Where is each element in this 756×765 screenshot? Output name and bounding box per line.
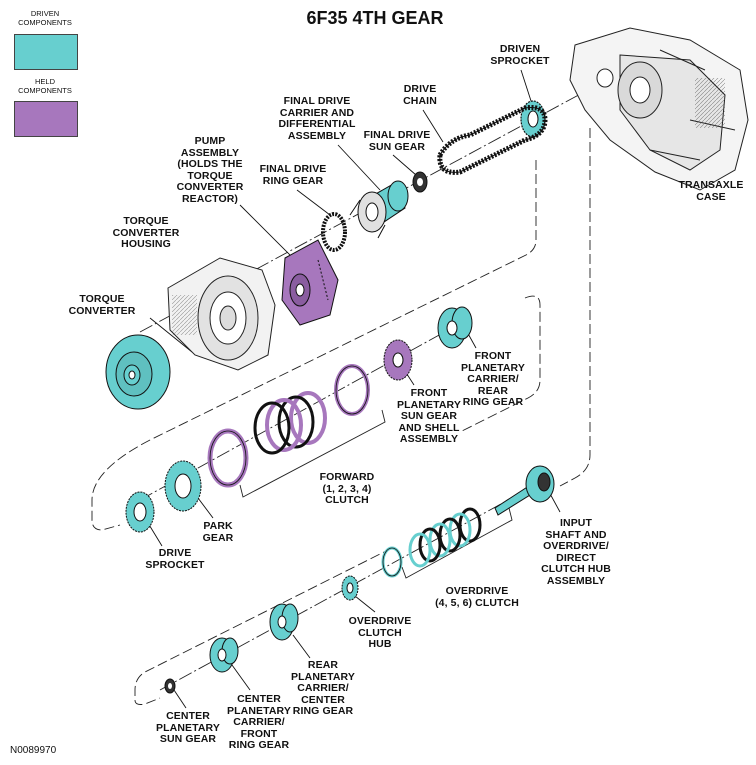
label-final-drive-sun-gear: FINAL DRIVE SUN GEAR bbox=[363, 129, 431, 153]
connector-lower-left bbox=[134, 547, 393, 705]
label-transaxle-case: TRANSAXLE CASE bbox=[678, 179, 744, 203]
drive-chain bbox=[437, 105, 548, 175]
connector-upper-left bbox=[91, 160, 537, 531]
forward-clutch-bracket bbox=[239, 409, 386, 498]
front-planetary-sun-gear bbox=[383, 339, 413, 381]
overdrive-clutch-hub bbox=[341, 575, 359, 601]
label-drive-chain: DRIVE CHAIN bbox=[403, 83, 437, 107]
input-shaft-assembly bbox=[494, 465, 555, 516]
leader-final-drive-sun-gear bbox=[392, 154, 417, 176]
leader-driven-sprocket bbox=[520, 69, 533, 105]
connector-right-long bbox=[559, 128, 591, 487]
label-center-planetary-sun-gear: CENTER PLANETARY SUN GEAR bbox=[156, 710, 220, 745]
drive-sprocket bbox=[125, 491, 155, 533]
overdrive-clutch-bracket bbox=[401, 507, 513, 579]
leader-drive-chain bbox=[422, 109, 444, 143]
label-park-gear: PARK GEAR bbox=[202, 520, 234, 544]
transaxle-case bbox=[569, 27, 749, 191]
leader-final-drive-ring-gear bbox=[296, 189, 331, 216]
park-gear bbox=[164, 460, 202, 512]
leader-drive-sprocket bbox=[147, 522, 163, 547]
center-planetary-sun-gear bbox=[164, 678, 176, 694]
connector-lines bbox=[91, 128, 591, 705]
label-pump-assembly: PUMP ASSEMBLY (HOLDS THE TORQUE CONVERTE… bbox=[176, 135, 244, 205]
final-drive-ring-gear bbox=[321, 212, 347, 252]
label-drive-sprocket: DRIVE SPROCKET bbox=[145, 547, 205, 571]
torque-converter-housing bbox=[167, 257, 276, 371]
label-front-planetary-sun-gear: FRONT PLANETARY SUN GEAR AND SHELL ASSEM… bbox=[397, 387, 461, 445]
brackets bbox=[239, 409, 513, 579]
label-final-drive-ring-gear: FINAL DRIVE RING GEAR bbox=[259, 163, 327, 187]
connector-right-mid bbox=[459, 295, 541, 433]
rear-planetary-carrier bbox=[269, 603, 299, 641]
label-front-planetary-carrier: FRONT PLANETARY CARRIER/ REAR RING GEAR bbox=[461, 350, 525, 408]
final-drive-sun-gear bbox=[412, 171, 428, 193]
label-driven-sprocket: DRIVEN SPROCKET bbox=[490, 43, 550, 67]
leader-final-drive-carrier bbox=[337, 144, 381, 191]
forward-clutch-plates bbox=[207, 364, 370, 488]
leader-rear-carrier bbox=[292, 634, 311, 659]
center-planetary-carrier bbox=[209, 637, 239, 673]
figure-id: N0089970 bbox=[10, 745, 57, 756]
label-overdrive-clutch-hub: OVERDRIVE CLUTCH HUB bbox=[348, 615, 412, 650]
label-forward-clutch: FORWARD (1, 2, 3, 4) CLUTCH bbox=[319, 471, 375, 506]
label-torque-converter: TORQUE CONVERTER bbox=[68, 293, 136, 317]
legend-held-swatch bbox=[14, 101, 78, 137]
label-rear-planetary-carrier: REAR PLANETARY CARRIER/ CENTER RING GEAR bbox=[291, 659, 355, 717]
legend-driven-label: DRIVEN COMPONENTS bbox=[18, 9, 72, 27]
leader-torque-converter bbox=[149, 317, 193, 353]
torque-converter bbox=[105, 334, 171, 410]
overdrive-clutch-plates bbox=[381, 507, 482, 578]
label-input-shaft: INPUT SHAFT AND OVERDRIVE/ DIRECT CLUTCH… bbox=[541, 517, 611, 587]
label-overdrive-clutch: OVERDRIVE (4, 5, 6) CLUTCH bbox=[435, 585, 519, 609]
leader-center-carrier bbox=[231, 664, 251, 691]
label-final-drive-carrier: FINAL DRIVE CARRIER AND DIFFERENTIAL ASS… bbox=[278, 95, 356, 142]
front-planetary-carrier bbox=[437, 306, 473, 349]
label-center-planetary-carrier: CENTER PLANETARY CARRIER/ FRONT RING GEA… bbox=[227, 693, 291, 751]
legend-driven-swatch bbox=[14, 34, 78, 70]
diagram-title: 6F35 4TH GEAR bbox=[306, 8, 444, 28]
pump-assembly bbox=[281, 239, 339, 326]
label-torque-converter-housing: TORQUE CONVERTER HOUSING bbox=[112, 215, 180, 250]
leader-overdrive-hub bbox=[354, 595, 376, 613]
leader-center-sun bbox=[173, 689, 187, 709]
legend-held-label: HELD COMPONENTS bbox=[18, 77, 72, 95]
final-drive-carrier bbox=[349, 180, 409, 239]
